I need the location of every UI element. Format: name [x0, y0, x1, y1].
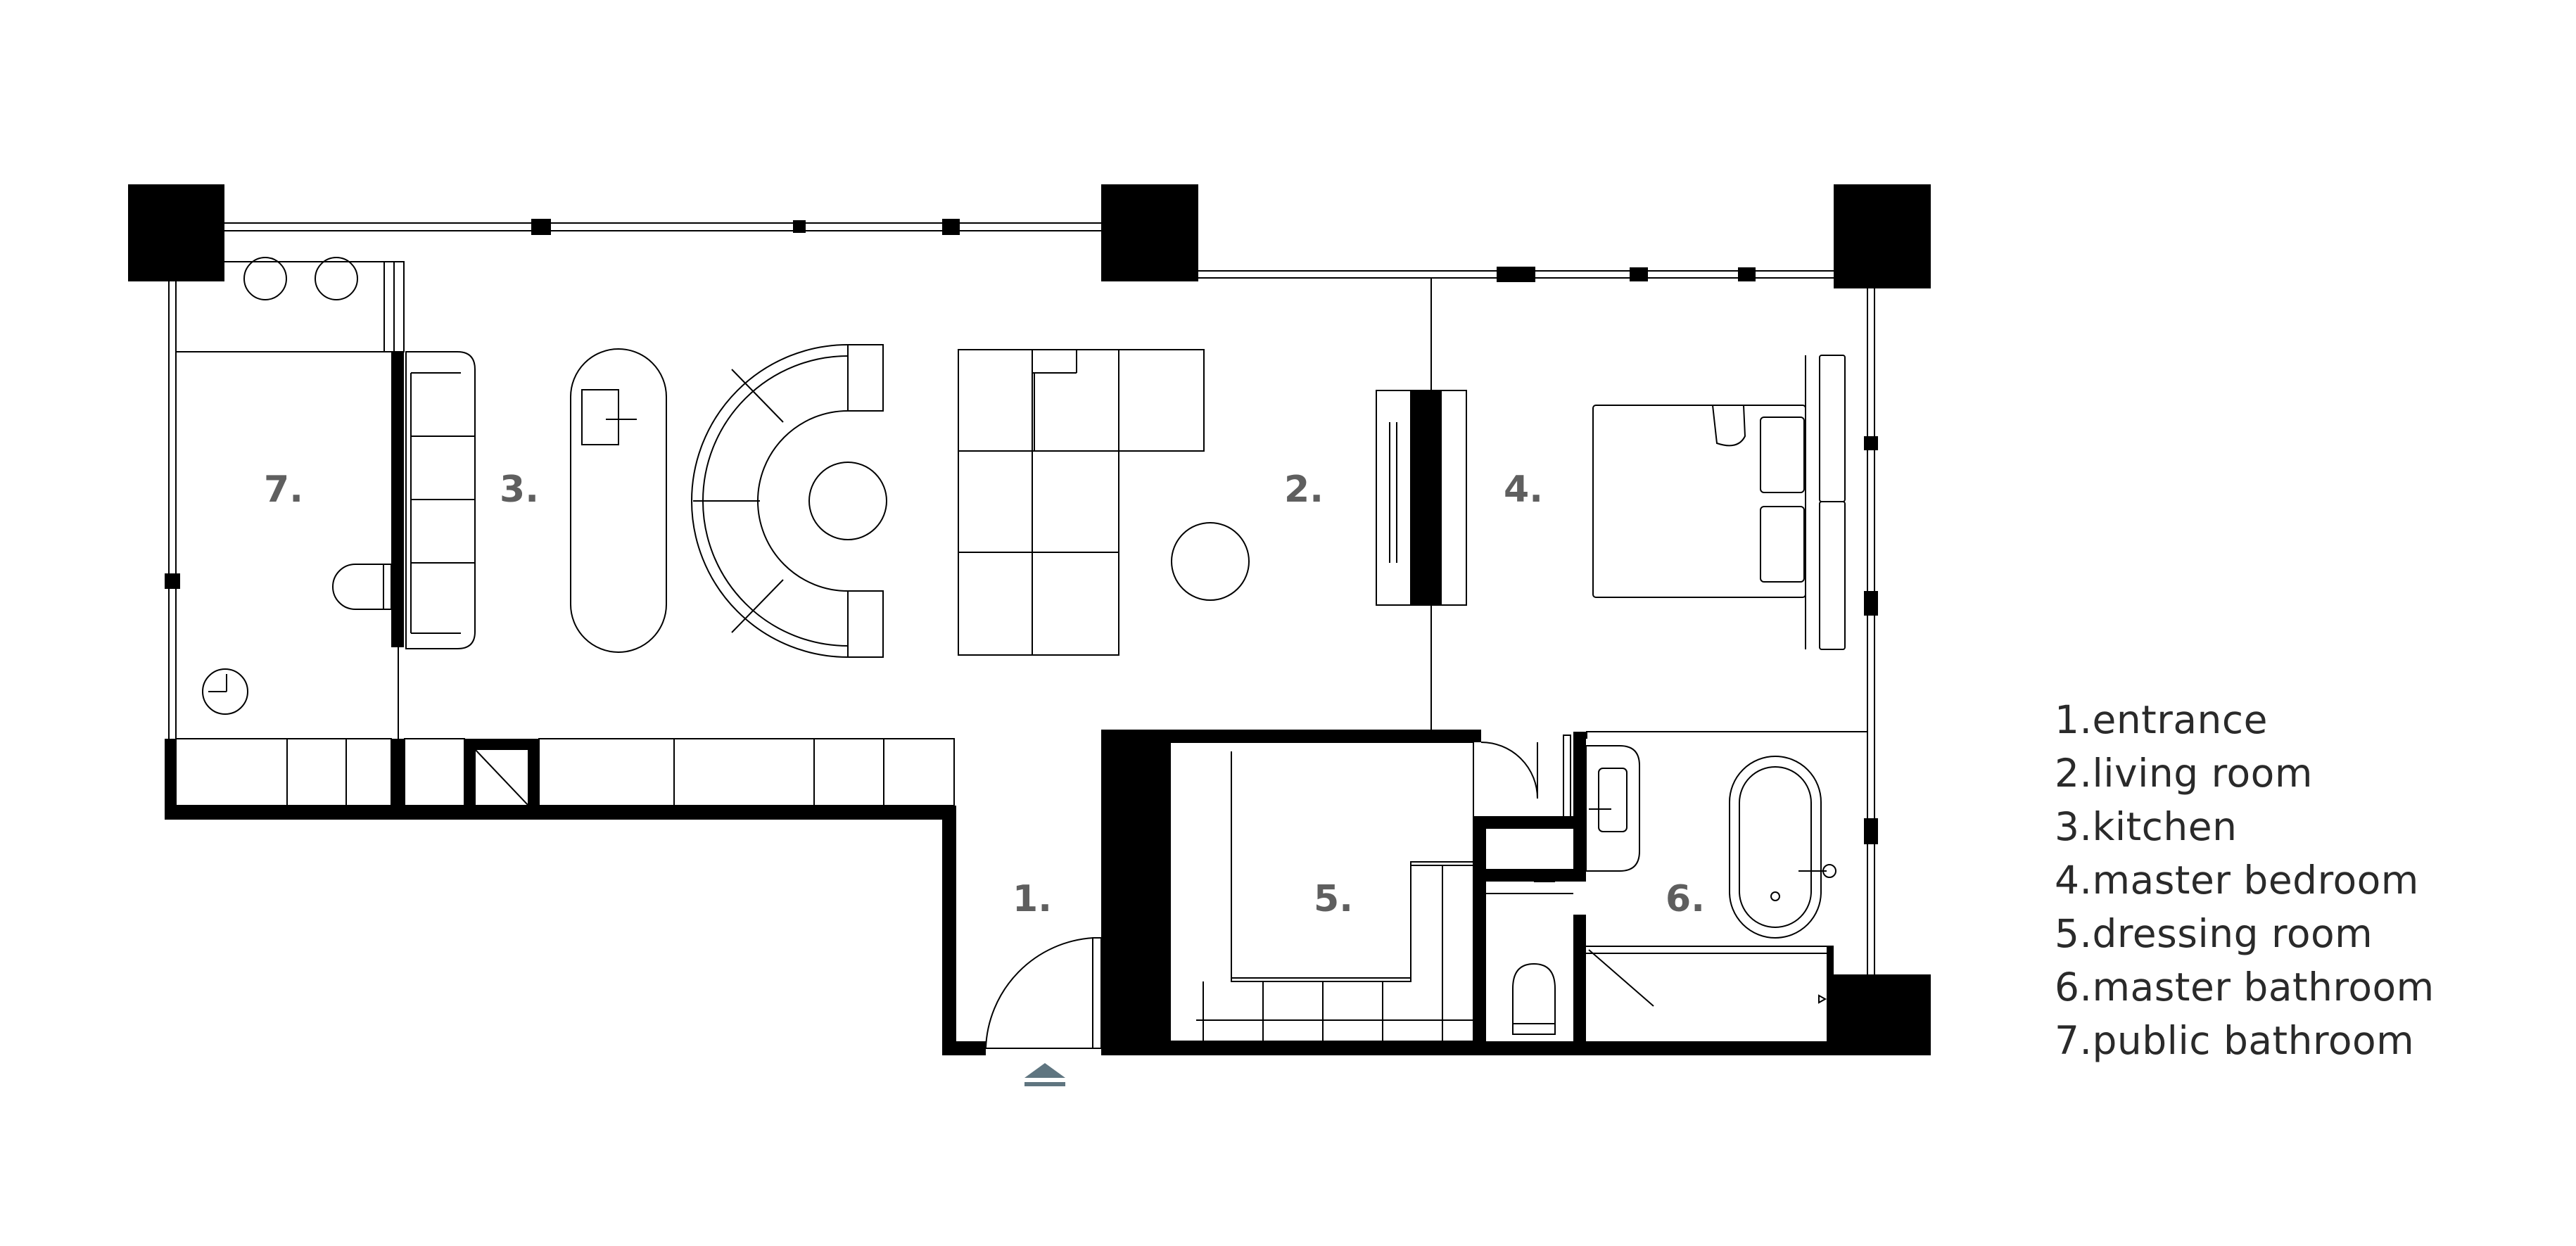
interior-partitions [391, 278, 1867, 1041]
legend-item-entrance: 1.entrance [2055, 697, 2268, 742]
exterior-walls [165, 352, 1931, 1055]
legend-item-kitchen: 3.kitchen [2055, 804, 2238, 849]
legend-item-dressing-room: 5.dressing room [2055, 911, 2373, 956]
master-bedroom-furniture [1592, 355, 1846, 650]
legend-item-living-room: 2.living room [2055, 751, 2313, 796]
dressing-room-fixtures [1169, 742, 1538, 1042]
master-bathroom-fixtures [1486, 745, 1836, 1035]
legend-item-master-bedroom: 4.master bedroom [2055, 858, 2419, 903]
legend-item-master-bathroom: 6.master bathroom [2055, 965, 2435, 1010]
room-number-master-bedroom: 4. [1504, 469, 1543, 511]
living-room-furniture [691, 344, 1250, 658]
room-number-kitchen: 3. [500, 469, 539, 511]
room-number-dressing-room: 5. [1314, 878, 1353, 920]
room-legend: 1.entrance 2.living room 3.kitchen 4.mas… [2055, 693, 2435, 1067]
legend-item-public-bathroom: 7.public bathroom [2055, 1018, 2415, 1063]
room-number-living-room: 2. [1284, 469, 1324, 511]
entrance-arrow-icon [1024, 1063, 1065, 1086]
room-number-entrance: 1. [1013, 878, 1052, 920]
entrance-door [985, 937, 1102, 1049]
room-labels: 1. 2. 3. 4. 5. 6. 7. [264, 469, 1705, 920]
room-number-public-bathroom: 7. [264, 469, 303, 511]
kitchen-cabinets [175, 738, 955, 806]
kitchen-furniture [405, 348, 667, 653]
window-glazing [165, 219, 1878, 974]
room-number-master-bathroom: 6. [1665, 878, 1705, 920]
public-bathroom-fixtures [176, 257, 405, 739]
